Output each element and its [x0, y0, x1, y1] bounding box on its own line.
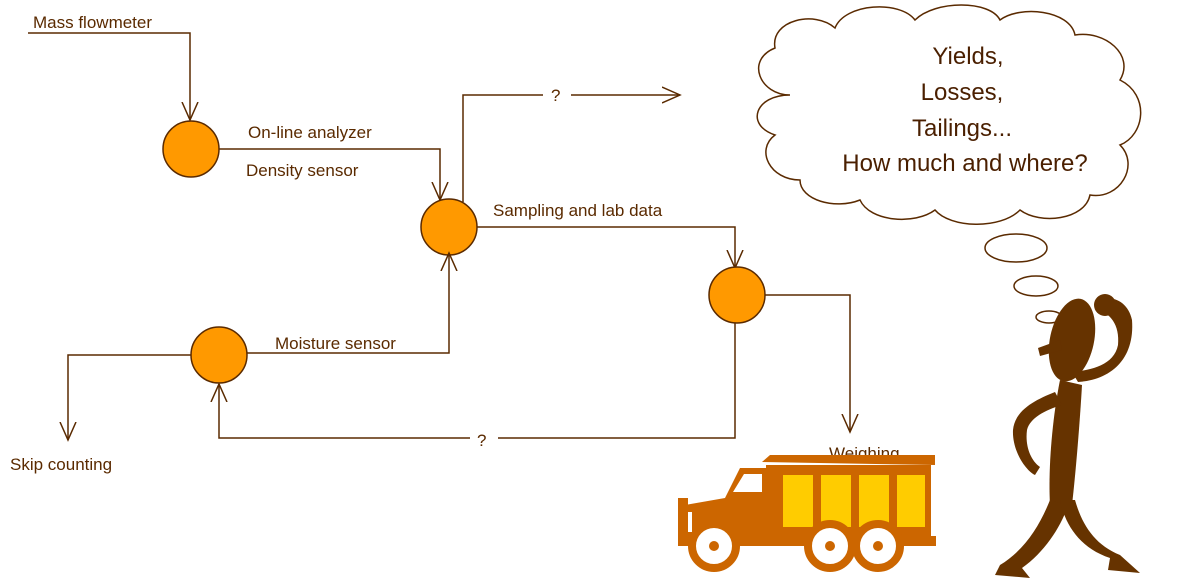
question-bottom-bg: [470, 428, 498, 450]
moisture-sensor-label: Moisture sensor: [275, 334, 396, 353]
thought-cloud-icon: [756, 4, 1142, 324]
thought-line-1: Yields,: [932, 43, 1003, 70]
thinking-person-icon: [995, 294, 1140, 578]
question-bottom-label: ?: [477, 431, 486, 450]
thought-line-2: Losses,: [921, 79, 1004, 106]
node-4: [190, 326, 248, 384]
flow-line-mass: [28, 32, 190, 120]
node-2: [420, 198, 478, 256]
skip-counting-label: Skip counting: [10, 455, 112, 474]
density-sensor-label: Density sensor: [246, 161, 359, 180]
question-top-bg: [543, 84, 571, 106]
flow-line-node2-out: [462, 95, 680, 202]
node-1: [162, 120, 220, 178]
thought-line-4: How much and where?: [842, 150, 1087, 177]
thought-line-3: Tailings...: [912, 115, 1012, 142]
flow-line-node1-node2: [219, 148, 440, 200]
question-top-label: ?: [551, 86, 560, 105]
flow-line-node3-truck: [765, 294, 850, 432]
flow-line-node4-skip: [68, 354, 191, 440]
flow-line-node4-node2: [247, 253, 449, 354]
node-3: [708, 266, 766, 324]
mass-flowmeter-label: Mass flowmeter: [33, 13, 152, 32]
dump-truck-icon: [678, 455, 936, 572]
online-analyzer-label: On-line analyzer: [248, 123, 372, 142]
sampling-lab-label: Sampling and lab data: [493, 201, 663, 220]
flow-line-node2-node3: [477, 226, 735, 268]
